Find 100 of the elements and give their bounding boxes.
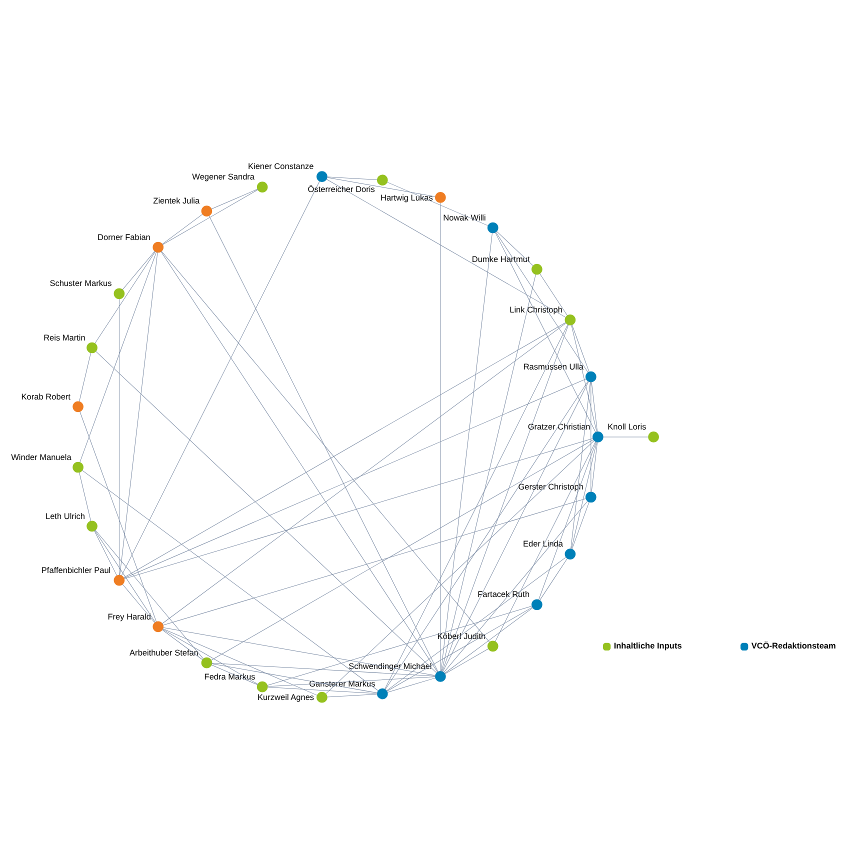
connector bbox=[384, 324, 568, 690]
connector bbox=[211, 439, 594, 660]
connector bbox=[591, 442, 598, 492]
connector bbox=[162, 628, 318, 696]
connector bbox=[387, 182, 488, 226]
connector bbox=[442, 324, 569, 672]
node-circle bbox=[316, 692, 328, 703]
connector bbox=[212, 663, 378, 694]
connector bbox=[571, 442, 597, 550]
connector bbox=[591, 382, 598, 432]
connector bbox=[326, 177, 436, 197]
connector bbox=[440, 232, 492, 672]
node-circle bbox=[256, 681, 268, 692]
connector bbox=[540, 558, 568, 601]
connector bbox=[602, 436, 649, 438]
node-circle bbox=[648, 432, 659, 442]
connector bbox=[570, 382, 591, 550]
connector bbox=[80, 411, 157, 622]
node-circle bbox=[592, 432, 604, 442]
node-circle bbox=[377, 688, 388, 700]
connector bbox=[82, 470, 378, 691]
connector bbox=[162, 630, 203, 660]
connector bbox=[124, 378, 586, 578]
connector bbox=[212, 662, 436, 676]
node-circle bbox=[86, 520, 98, 532]
node-circle bbox=[564, 548, 576, 560]
connector bbox=[326, 176, 378, 180]
connector bbox=[267, 606, 532, 686]
node-circle bbox=[72, 462, 84, 473]
connector bbox=[96, 351, 437, 674]
node-circle bbox=[152, 621, 164, 632]
node-circle bbox=[532, 599, 542, 610]
connector bbox=[495, 232, 588, 373]
node-circle bbox=[564, 314, 576, 326]
connector bbox=[162, 189, 258, 245]
connector bbox=[326, 178, 566, 318]
connector bbox=[120, 252, 158, 576]
node-circle bbox=[316, 171, 328, 182]
node-circle bbox=[114, 288, 125, 300]
connector bbox=[160, 252, 438, 672]
connector bbox=[162, 214, 203, 244]
connector bbox=[571, 324, 597, 432]
node-circle bbox=[586, 492, 596, 503]
node-circle bbox=[435, 671, 446, 682]
connector bbox=[162, 498, 586, 626]
node-circle bbox=[532, 264, 542, 275]
connector bbox=[494, 232, 596, 433]
connector bbox=[267, 686, 378, 694]
connector bbox=[386, 556, 566, 692]
connector bbox=[122, 584, 156, 623]
connector bbox=[94, 530, 118, 576]
connector bbox=[441, 274, 536, 672]
connector bbox=[387, 678, 436, 693]
connector bbox=[444, 648, 489, 674]
connector bbox=[79, 472, 92, 522]
connector bbox=[538, 442, 596, 600]
node-circle bbox=[487, 222, 498, 234]
connector bbox=[80, 252, 157, 463]
connector bbox=[267, 676, 436, 687]
connector bbox=[124, 438, 594, 580]
node-circle bbox=[72, 401, 84, 412]
node-circle bbox=[256, 182, 268, 192]
connector bbox=[496, 231, 534, 266]
connector bbox=[444, 608, 533, 674]
connector bbox=[94, 251, 156, 344]
connector bbox=[78, 352, 92, 402]
connector bbox=[442, 381, 589, 672]
connector bbox=[326, 440, 594, 694]
node-circle bbox=[201, 657, 212, 668]
connector bbox=[118, 298, 120, 576]
connector bbox=[162, 629, 258, 684]
connector bbox=[494, 441, 596, 642]
node-circle bbox=[377, 174, 388, 186]
connector bbox=[162, 322, 566, 624]
connector bbox=[121, 181, 320, 576]
node-circle bbox=[86, 342, 98, 354]
connector bbox=[211, 188, 258, 210]
connector bbox=[208, 215, 438, 672]
node-circle bbox=[152, 242, 164, 253]
connector bbox=[122, 250, 156, 290]
connector bbox=[440, 202, 441, 672]
connector bbox=[443, 500, 588, 673]
connector bbox=[95, 530, 204, 660]
connector bbox=[540, 273, 568, 316]
node-circle bbox=[114, 574, 125, 586]
connector bbox=[385, 380, 588, 690]
connector bbox=[572, 502, 590, 550]
node-circle bbox=[586, 371, 596, 382]
node-circle bbox=[201, 206, 212, 216]
connector bbox=[123, 322, 566, 578]
node-circle bbox=[435, 192, 446, 203]
connector bbox=[326, 694, 378, 698]
connector bbox=[163, 627, 436, 676]
connector bbox=[161, 250, 490, 642]
connector bbox=[386, 606, 533, 692]
node-circle bbox=[487, 640, 498, 652]
connector bbox=[572, 324, 590, 372]
connector bbox=[94, 530, 156, 623]
connector bbox=[590, 382, 592, 492]
connector bbox=[211, 664, 258, 686]
